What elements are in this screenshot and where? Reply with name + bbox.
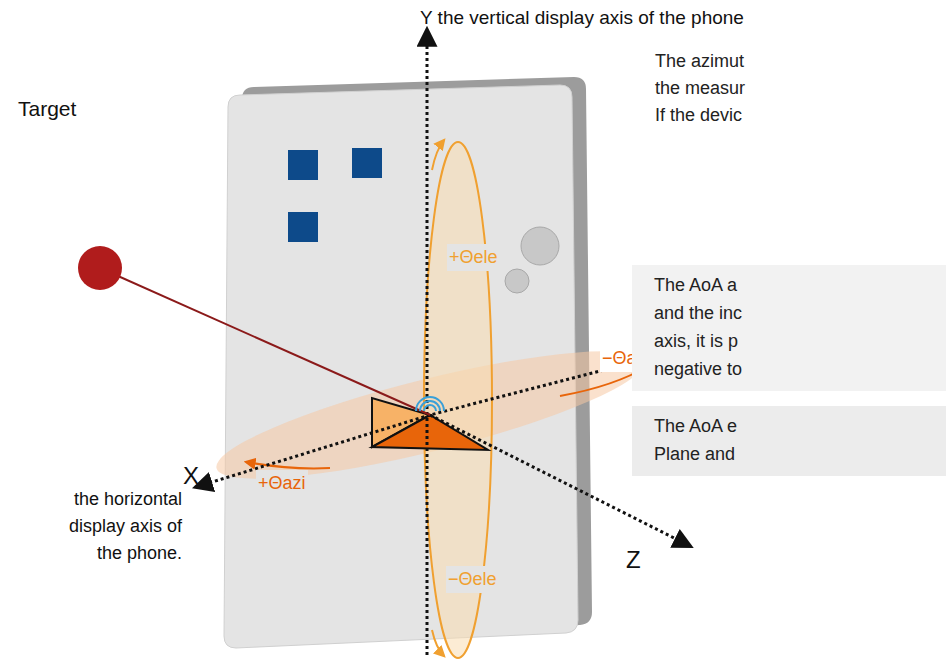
note-text: The azimut the measur If the devic [655,48,755,129]
angle-label: +Θele [447,244,500,271]
x-axis [196,415,430,487]
camera-lens [521,227,559,265]
camera-lens [505,269,529,293]
note-panel: The AoA a and the inc axis, it is p nega… [632,265,946,391]
note-panel: The AoA e Plane and [632,406,946,476]
target-ray [100,268,430,415]
target-dot [78,246,122,290]
sensor-square [352,148,382,178]
note-text: The AoA e Plane and [654,412,754,468]
axis-caption: Y the vertical display axis of the phone [420,4,744,31]
sensor-square [288,212,318,242]
axis-caption: the horizontal display axis of the phone… [60,486,182,567]
axis-name: X [183,462,199,491]
antenna-rings [416,397,444,411]
elevation-arrow [432,630,444,656]
target-label: Target [18,96,76,121]
angle-label: +Θazi [256,470,308,497]
axis-name: Z [626,546,641,575]
azimuth-arrow [246,462,330,468]
azimuth-angle [372,415,488,450]
angle-label: −Θele [446,566,499,593]
y-axis [426,30,429,655]
sensor-square [288,150,318,180]
elevation-arrow [432,140,444,170]
note-text: The AoA a and the inc axis, it is p nega… [654,271,754,383]
